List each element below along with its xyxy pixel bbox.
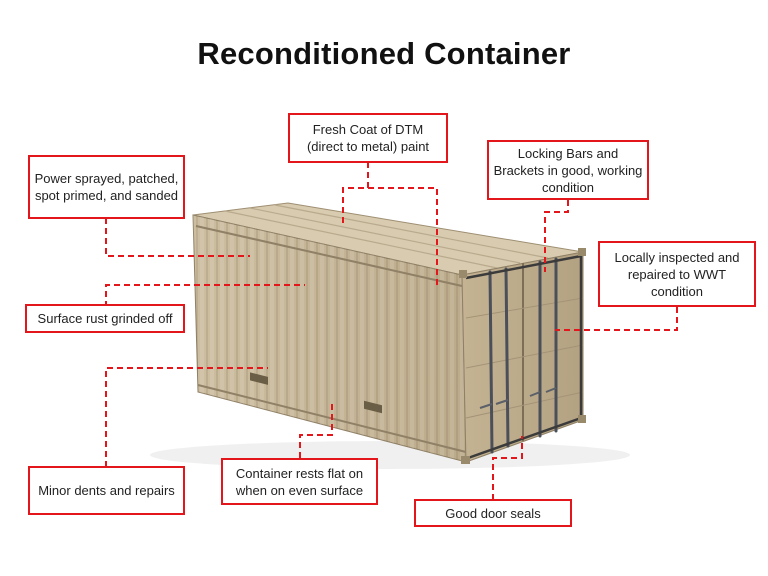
door-seal [465, 254, 583, 460]
leader-dtm [342, 162, 369, 225]
callout-surface-rust: Surface rust grinded off [25, 304, 185, 333]
leader-lines [105, 162, 678, 500]
callout-rests-flat: Container rests flat on when on even sur… [221, 458, 378, 505]
diagram-title: Reconditioned Container [197, 36, 571, 71]
callout-door-seals: Good door seals [414, 499, 572, 527]
leader-door-seals [492, 436, 523, 500]
leader-inspected [555, 307, 678, 331]
callout-locking-bars: Locking Bars and Brackets in good, worki… [487, 140, 649, 200]
lock-handles [479, 387, 557, 409]
leader-rests-flat [299, 403, 333, 458]
leader-surface-rust [105, 284, 305, 307]
forklift-pocket-right [364, 400, 382, 414]
callout-inspected: Locally inspected and repaired to WWT co… [598, 241, 756, 307]
leader-dtm-2 [368, 187, 438, 285]
roof-ribs [224, 204, 549, 269]
callout-minor-dents: Minor dents and repairs [28, 466, 185, 515]
leader-locking-bars [544, 200, 569, 272]
leader-power-sprayed [105, 218, 250, 257]
forklift-pocket-left [250, 372, 268, 385]
corner-castings [459, 248, 586, 464]
door-panels [465, 297, 584, 419]
locking-bars [488, 257, 558, 454]
leader-minor-dents [105, 367, 268, 467]
callout-power-sprayed: Power sprayed, patched, spot primed, and… [28, 155, 185, 219]
callout-dtm-paint: Fresh Coat of DTM (direct to metal) pain… [288, 113, 448, 163]
